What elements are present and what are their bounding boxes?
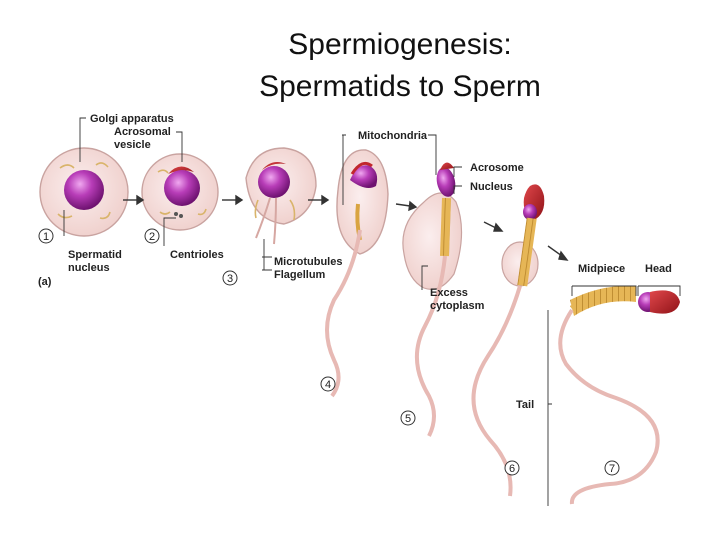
stage-4-cell xyxy=(325,149,389,398)
svg-text:3: 3 xyxy=(227,273,233,285)
stage-number-7: 7 xyxy=(604,460,620,476)
svg-text:7: 7 xyxy=(609,463,615,475)
svg-text:6: 6 xyxy=(509,463,515,475)
label-acrosomal-line-1: Acrosomal xyxy=(114,126,171,138)
stage-6-cell xyxy=(471,184,545,497)
tail-4 xyxy=(325,229,362,398)
leader-lines xyxy=(63,117,681,506)
midpiece-7 xyxy=(570,285,636,316)
head-7 xyxy=(650,290,680,314)
label-acrosomal-line-2: vesicle xyxy=(114,139,151,151)
stage-number-2: 2 xyxy=(144,228,160,244)
nucleus-4 xyxy=(350,165,378,188)
stage-number-3: 3 xyxy=(222,270,238,286)
panel-label: (a) xyxy=(38,276,52,288)
label-flagellum: Flagellum xyxy=(274,269,326,281)
label-spermatid-line-2: nucleus xyxy=(68,262,110,274)
label-tail: Tail xyxy=(516,399,534,411)
label-microtubules: Microtubules xyxy=(274,256,342,268)
spermatid-nucleus-2 xyxy=(164,170,200,206)
svg-text:5: 5 xyxy=(405,413,411,425)
label-acrosome: Acrosome xyxy=(470,162,524,174)
label-head: Head xyxy=(645,263,672,275)
label-excess-line-2: cytoplasm xyxy=(430,300,485,312)
stage-1-cell xyxy=(39,147,129,237)
title-line-1: Spermiogenesis: xyxy=(288,28,512,61)
svg-text:2: 2 xyxy=(149,231,155,243)
stage-number-6: 6 xyxy=(504,460,520,476)
stage-number-1: 1 xyxy=(38,228,54,244)
stage-7-mature-sperm xyxy=(558,285,680,505)
tail-5 xyxy=(414,255,447,437)
stage-number-5: 5 xyxy=(400,410,416,426)
tail-6 xyxy=(471,285,522,497)
stage-3-cell xyxy=(245,147,317,245)
stage-number-4: 4 xyxy=(320,376,336,392)
svg-text:4: 4 xyxy=(325,379,331,391)
label-golgi-apparatus: Golgi apparatus xyxy=(90,113,174,125)
stage-numbers: 1 2 3 4 5 6 7 xyxy=(38,228,620,476)
title-line-2: Spermatids to Sperm xyxy=(259,70,541,103)
stage-5-cell xyxy=(402,162,463,437)
spermatid-nucleus-1 xyxy=(64,170,104,210)
stage-2-cell xyxy=(141,153,219,231)
svg-text:1: 1 xyxy=(43,231,49,243)
nucleus-5 xyxy=(436,167,456,197)
diagram-labels: Golgi apparatus Acrosomal vesicle Sperma… xyxy=(38,113,672,411)
label-mitochondria: Mitochondria xyxy=(358,130,428,142)
label-centrioles: Centrioles xyxy=(170,249,224,261)
label-nucleus: Nucleus xyxy=(470,181,513,193)
tail-7 xyxy=(558,308,660,505)
label-excess-line-1: Excess xyxy=(430,287,468,299)
stage-arrows xyxy=(123,194,569,261)
label-spermatid-line-1: Spermatid xyxy=(68,249,122,261)
spermatid-nucleus-3 xyxy=(258,166,290,198)
slide-title: Spermiogenesis: Spermatids to Sperm xyxy=(180,24,620,108)
label-midpiece: Midpiece xyxy=(578,263,625,275)
